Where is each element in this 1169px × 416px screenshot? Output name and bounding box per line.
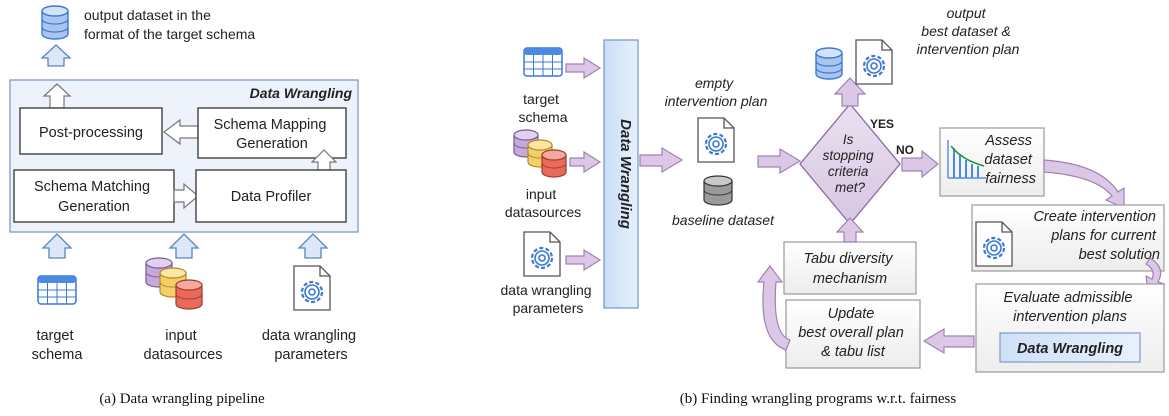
output-database-icon xyxy=(41,5,69,40)
fairness-chart-icon xyxy=(947,140,986,179)
data-wrangling-bar xyxy=(603,39,639,309)
b-input-datasources-label: input datasources xyxy=(505,186,581,220)
baseline-database-icon xyxy=(703,175,733,206)
panel-a: output dataset in the format of the targ… xyxy=(9,5,360,407)
arrow-bar-to-plan xyxy=(639,146,684,174)
b-params-document-gear-icon xyxy=(524,232,560,276)
arrow-update-to-tabu xyxy=(756,265,791,351)
create-plans-label: Create intervention plans for current be… xyxy=(1033,209,1160,263)
assess-fairness-box xyxy=(939,127,1045,197)
arrow-assess-to-create xyxy=(1043,159,1125,209)
arrow-datasources-up xyxy=(168,233,200,259)
output-label-b: output best dataset & intervention plan xyxy=(917,5,1020,57)
evaluate-inner-label: Data Wrangling xyxy=(1017,341,1123,357)
container-title: Data Wrangling xyxy=(250,85,353,101)
arrow-profiler-to-mapping xyxy=(310,149,338,171)
schema-mapping-box xyxy=(197,107,347,159)
decision-label: Is stopping criteria met? xyxy=(823,132,878,195)
input-datasources-label: input datasources xyxy=(144,328,223,363)
assess-label: Assess dataset fairness xyxy=(984,133,1036,187)
post-processing-label: Post-processing xyxy=(39,125,143,141)
yes-label: YES xyxy=(870,117,894,131)
arrow-target-to-bar xyxy=(565,56,602,80)
input-datasources-icon xyxy=(145,257,203,310)
arrow-evaluate-to-update xyxy=(922,327,975,355)
target-schema-label: target schema xyxy=(32,328,84,363)
b-output-plan-document-icon xyxy=(856,40,892,84)
arrow-no-right xyxy=(901,149,939,179)
arrow-to-output xyxy=(40,44,72,67)
arrow-tabu-to-decision xyxy=(835,217,865,243)
params-document-gear-icon xyxy=(294,266,330,310)
data-profiler-box xyxy=(195,169,347,223)
params-label: data wrangling parameters xyxy=(262,328,360,363)
tabu-mechanism-label: Tabu diversity mechanism xyxy=(804,251,897,287)
empty-plan-label: empty intervention plan xyxy=(665,75,768,109)
update-plan-label: Update best overall plan & tabu list xyxy=(798,306,908,360)
schema-mapping-label: Schema Mapping Generation xyxy=(214,117,331,152)
target-schema-icon xyxy=(37,275,77,305)
caption-a: (a) Data wrangling pipeline xyxy=(99,391,265,407)
arrow-mapping-to-post xyxy=(163,118,199,146)
arrow-yes-up xyxy=(833,77,867,107)
b-target-schema-label: target schema xyxy=(518,91,567,125)
b-target-schema-icon xyxy=(523,47,563,77)
arrow-target-up xyxy=(41,233,73,259)
b-output-database-icon xyxy=(815,47,843,80)
schema-matching-box xyxy=(13,169,175,223)
data-wrangling-bar-label: Data Wrangling xyxy=(617,119,634,229)
tabu-mechanism-box xyxy=(783,241,917,295)
caption-b: (b) Finding wrangling programs w.r.t. fa… xyxy=(680,391,957,407)
output-label: output dataset in the format of the targ… xyxy=(84,7,255,42)
b-input-datasources-icon xyxy=(513,129,567,178)
panel-b: target schema input datasources data wra… xyxy=(501,5,1166,407)
evaluate-plans-label: Evaluate admissible intervention plans xyxy=(1004,290,1137,325)
create-plans-document-icon xyxy=(976,222,1012,266)
b-params-label: data wrangling parameters xyxy=(501,282,596,316)
schema-matching-label: Schema Matching Generation xyxy=(34,179,154,215)
data-profiler-label: Data Profiler xyxy=(231,189,312,205)
arrow-datasources-to-bar xyxy=(569,150,602,174)
empty-plan-document-icon xyxy=(698,118,734,162)
baseline-dataset-label: baseline dataset xyxy=(672,212,775,228)
arrow-params-to-bar xyxy=(565,248,602,272)
arrow-plan-to-decision xyxy=(757,147,802,175)
no-label: NO xyxy=(896,143,914,157)
update-plan-box xyxy=(785,299,921,369)
arrow-params-up xyxy=(297,233,329,259)
evaluate-inner-wrangling-box xyxy=(999,332,1141,363)
post-processing-box xyxy=(19,107,163,155)
arrow-post-up xyxy=(42,83,72,109)
arrow-matching-to-profiler xyxy=(173,182,199,210)
